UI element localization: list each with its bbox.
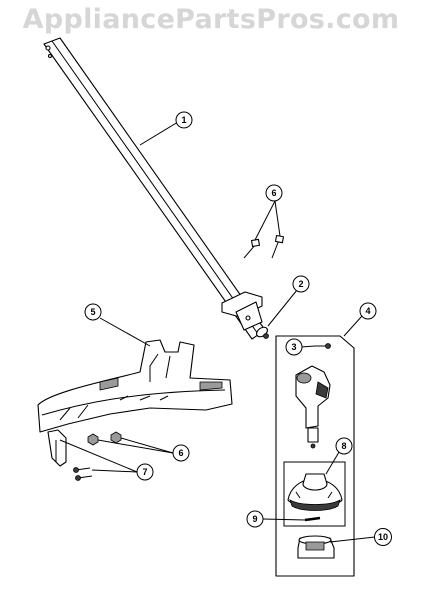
callout-1-label: 1: [181, 115, 186, 125]
callout-5-label: 5: [90, 307, 95, 317]
callout-6a: 6: [265, 184, 283, 202]
callout-7: 7: [136, 463, 154, 481]
callout-7-label: 7: [142, 467, 147, 477]
part-bracket-screws: [47, 429, 93, 481]
callout-8: 8: [335, 437, 353, 455]
part-spool-housing-kit: [283, 461, 346, 527]
part-spool-cap: [297, 535, 335, 559]
callout-3: 3: [285, 338, 303, 356]
callout-10: 10: [374, 528, 392, 546]
part-pin: [304, 516, 321, 522]
watermark-text: AppliancePartsPros.com: [22, 4, 400, 35]
part-bolts-upper: [243, 234, 285, 259]
callout-6b: 6: [172, 444, 190, 462]
callout-5: 5: [84, 303, 102, 321]
callout-6a-label: 6: [271, 188, 276, 198]
callout-2: 2: [292, 275, 310, 293]
callout-4: 4: [359, 302, 377, 320]
callout-2-label: 2: [298, 279, 303, 289]
callout-9: 9: [246, 510, 264, 528]
part-shaft-fitting: [256, 326, 269, 339]
part-drive-shaft-tube: [43, 37, 266, 340]
part-trimmer-guard: [37, 339, 233, 433]
callout-4-label: 4: [365, 306, 370, 316]
callout-9-label: 9: [252, 514, 257, 524]
part-gear-head-assembly: [275, 335, 355, 577]
part-nuts-lower: [87, 431, 122, 446]
callout-6b-label: 6: [178, 448, 183, 458]
callout-8-label: 8: [341, 441, 346, 451]
part-screw: [315, 343, 331, 349]
callout-10-label: 10: [378, 532, 388, 542]
leader-lines: [59, 121, 376, 543]
callout-1: 1: [175, 111, 193, 129]
callout-3-label: 3: [291, 342, 296, 352]
